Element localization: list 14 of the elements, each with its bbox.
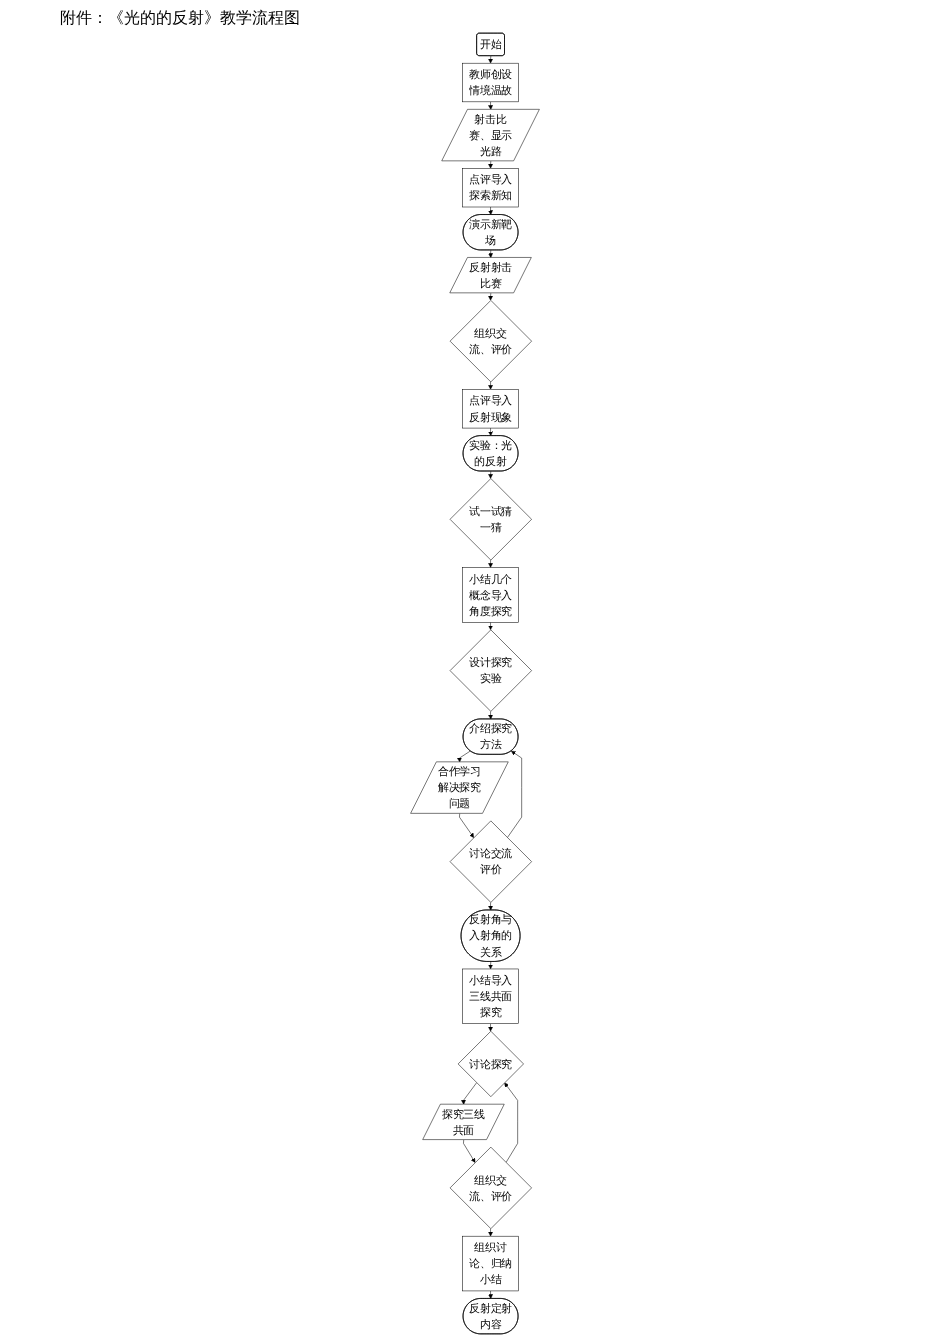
node-box: 小结几个概念导入角度探究: [462, 567, 519, 623]
node-diamond: 试一试猜一猜: [449, 478, 532, 561]
node-box: 点评导入反射现象: [462, 389, 519, 429]
node-box: 组织讨论、归纳小结: [462, 1235, 519, 1292]
node-box: 教师创设情境温故: [462, 62, 519, 103]
node-diamond: 设计探究实验: [449, 629, 532, 712]
diagram-title: 附件：《光的的反射》教学流程图: [60, 8, 301, 29]
node-diamond: 讨论交流评价: [449, 820, 532, 903]
node-diamond: 组织交流、评价: [449, 300, 532, 383]
arrow: [488, 471, 493, 479]
node-diamond: 组织交流、评价: [449, 1146, 532, 1229]
node-box: 小结导入三线共面探究: [462, 968, 519, 1024]
node-diamond: 讨论探究: [457, 1030, 524, 1097]
node-box: 点评导入探索新知: [462, 168, 519, 208]
